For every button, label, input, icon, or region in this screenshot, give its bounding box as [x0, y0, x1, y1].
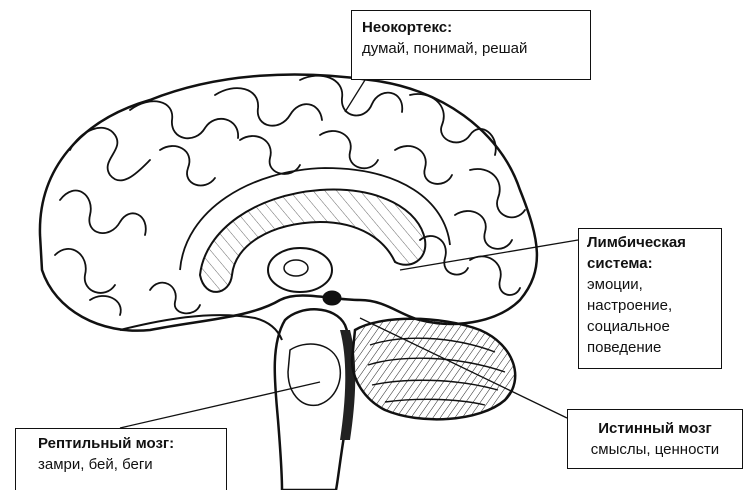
label-neocortex-title: Неокортекс:	[362, 17, 580, 38]
brainstem	[275, 309, 351, 490]
label-reptilian-title: Рептильный мозг:	[38, 433, 226, 454]
label-neocortex: Неокортекс: думай, понимай, решай	[351, 10, 591, 80]
label-neocortex-line: думай, понимай, решай	[362, 38, 580, 59]
thalamus	[268, 248, 332, 292]
label-reptilian-brain: Рептильный мозг: замри, бей, беги	[15, 428, 227, 490]
label-limbic-title-line-1: Лимбическая	[587, 232, 713, 253]
cerebellum	[352, 319, 515, 420]
label-limbic-line-3: социальное	[587, 316, 713, 337]
label-true-brain-line: смыслы, ценности	[568, 439, 742, 460]
label-true-brain: Истинный мозг смыслы, ценности	[567, 409, 743, 469]
label-true-brain-title: Истинный мозг	[568, 418, 742, 439]
amygdala	[323, 291, 341, 305]
label-limbic-line-4: поведение	[587, 337, 713, 358]
label-reptilian-line: замри, бей, беги	[38, 454, 226, 475]
label-limbic-line-2: настроение,	[587, 295, 713, 316]
label-limbic-line-1: эмоции,	[587, 274, 713, 295]
label-limbic-title-line-2: система:	[587, 253, 713, 274]
label-limbic-system: Лимбическая система: эмоции, настроение,…	[578, 228, 722, 369]
